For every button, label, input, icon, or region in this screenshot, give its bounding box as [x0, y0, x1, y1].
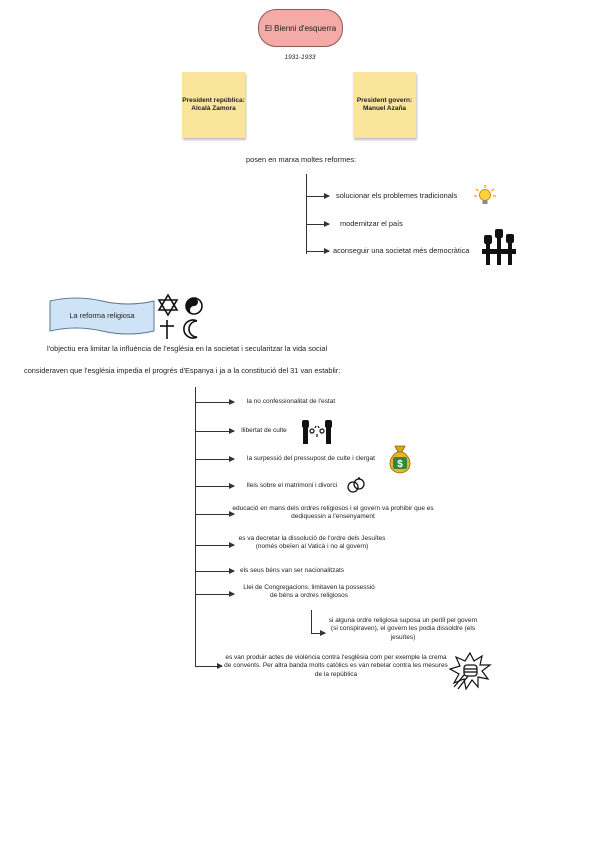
- sticky-president-republic: President república: Alcalà Zamora: [182, 72, 245, 138]
- reform-item-3: aconseguir una societat més democràtica: [333, 246, 470, 255]
- page-title: El Bienni d'esquerra: [264, 23, 337, 33]
- religious-item-5: educació en mans dels ordres religiosos …: [232, 505, 434, 521]
- sticky-president-government: President govern: Manuel Azaña: [353, 72, 416, 138]
- sub-arrow: [312, 630, 326, 636]
- religious-item-6: es va decretar la dissolució de l'ordre …: [238, 535, 386, 551]
- religious-arrow-9: [196, 663, 223, 669]
- religious-arrow-6: [196, 542, 235, 548]
- religious-arrow-1: [196, 399, 235, 405]
- religious-item-8: Llei de Congregacions: limitaven la poss…: [243, 584, 375, 600]
- sub-trunk: [311, 610, 312, 634]
- banner-shape: [49, 297, 155, 335]
- religious-symbols-icon: [157, 293, 203, 339]
- religious-item-4: lleis sobre el matrimoni i divorci: [246, 482, 338, 489]
- money-bag-icon: $: [389, 445, 411, 474]
- religious-arrow-2: [196, 428, 235, 434]
- president-republic-text: President república: Alcalà Zamora: [182, 97, 245, 112]
- reform-item-1: solucionar els problemes tradicionals: [336, 191, 458, 200]
- breaking-chains-icon: [302, 420, 332, 444]
- religious-banner: La reforma religiosa: [69, 311, 135, 320]
- reform-item-2: modernitzar el país: [340, 219, 403, 228]
- religious-arrow-5: [196, 511, 235, 517]
- wedding-rings-icon: [347, 477, 365, 493]
- reforms-arrow-2: [307, 221, 330, 227]
- sub-item: si alguna ordre religiosa suposa un peri…: [328, 617, 478, 641]
- religious-trunk: [195, 387, 196, 667]
- reforms-trunk: [306, 174, 307, 254]
- religious-arrow-4: [196, 483, 235, 489]
- president-government-text: President govern: Manuel Azaña: [356, 97, 413, 112]
- religious-objective: l'objectiu era limitar la influència de …: [47, 344, 328, 353]
- reforms-intro: posen en marxa moltes reformes:: [246, 155, 357, 164]
- religious-considered: consideraven que l'església impedia el p…: [24, 366, 341, 375]
- reforms-arrow-1: [307, 193, 330, 199]
- religious-item-3: la surpessió del pressupost de culte i c…: [247, 455, 375, 462]
- religious-arrow-3: [196, 456, 235, 462]
- title-pill: El Bienni d'esquerra: [258, 9, 343, 47]
- religious-item-7: els seus béns van ser nacionalitzats: [239, 567, 345, 574]
- religious-arrow-7: [196, 568, 235, 574]
- fist-punch-icon: [448, 651, 492, 691]
- religious-item-2: llibertat de culte: [241, 427, 287, 434]
- raised-fists-icon: [482, 229, 516, 265]
- religious-arrow-8: [196, 591, 235, 597]
- violence-text: es van produir actes de violència contra…: [224, 654, 448, 678]
- religious-item-1: la no confessionalitat de l'estat: [246, 398, 336, 405]
- reforms-arrow-3: [307, 248, 330, 254]
- date-range: 1931-1933: [284, 54, 316, 61]
- lightbulb-icon: [474, 185, 496, 204]
- svg-text:$: $: [397, 459, 403, 470]
